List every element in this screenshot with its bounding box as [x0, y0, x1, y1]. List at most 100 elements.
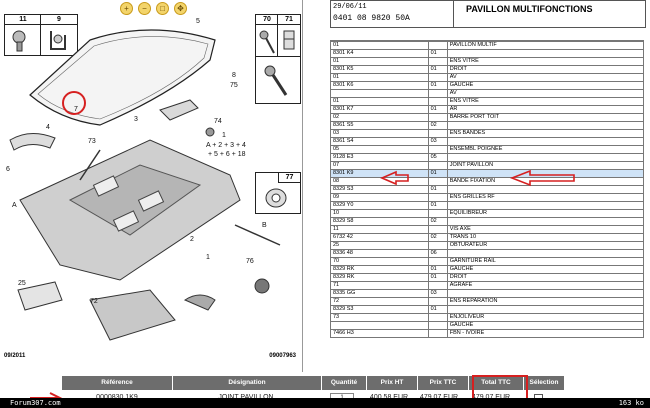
part-description: AGRAFE [446, 281, 645, 290]
highlight-circle [62, 91, 86, 115]
part-description: AR [446, 105, 645, 114]
zoom-fit-icon[interactable]: □ [156, 2, 169, 15]
part-description: ENS BANDES [446, 129, 645, 138]
callout-label: 6 [6, 166, 10, 173]
header-code: 0401 08 9820 50A [333, 14, 410, 23]
part-quantity: 01 [427, 65, 448, 74]
part-reference: 8329 S8 [330, 217, 429, 226]
inset-70: 70 [255, 14, 279, 58]
zoom-out-icon[interactable]: − [138, 2, 151, 15]
callout-label: 76 [246, 258, 254, 265]
watermark-strip: Forum307.com 163 ko [0, 398, 650, 408]
order-reference: 0000830 1K9 [62, 392, 172, 404]
callout-label: 74 [214, 118, 222, 125]
callout-label: 25 [18, 280, 26, 287]
roof-exploded-drawing [9, 29, 281, 341]
table-row[interactable]: 71 AGRAFE [330, 281, 645, 290]
part-reference: 10 [330, 209, 429, 218]
part-reference: 9128 E3 [330, 153, 429, 162]
part-description: VIS AXE [446, 225, 645, 234]
callout-label: 72 [90, 298, 98, 305]
part-quantity [427, 161, 448, 170]
inset-70-screw [255, 56, 301, 104]
part-description: PAVILLON MULTIF [446, 41, 645, 50]
part-description: JOINT PAVILLON [446, 161, 645, 170]
part-quantity [427, 329, 448, 338]
part-reference: 6732 42 [330, 233, 429, 242]
callout-label: 1 [206, 254, 210, 261]
part-description: TRANS 10 [446, 233, 645, 242]
part-reference: 71 [330, 281, 429, 290]
part-quantity: 01 [427, 305, 448, 314]
part-quantity: 05 [427, 153, 448, 162]
inset-77: 77 [255, 172, 301, 214]
inset-11: 11 [4, 14, 42, 56]
table-row[interactable]: AV [330, 89, 645, 98]
screw-icon [259, 30, 275, 54]
pan-icon[interactable]: ✥ [174, 2, 187, 15]
screw-icon [264, 65, 288, 96]
grommet-icon [265, 188, 287, 208]
diagram-toolbar: + − □ ✥ [120, 2, 187, 15]
part-description: GARNITURE RAIL [446, 257, 645, 266]
part-description: ENS VITRE [446, 97, 645, 106]
callout-label: A [12, 202, 17, 209]
part-quantity [427, 145, 448, 154]
col-total-ttc: Total TTC [469, 376, 524, 390]
part-description [446, 289, 645, 298]
inset-number: 70 [256, 15, 278, 25]
order-table-header: Référence Désignation Quantité Prix HT P… [62, 376, 565, 390]
part-quantity: 01 [427, 273, 448, 282]
part-reference [330, 321, 429, 330]
part-description: AV [446, 89, 645, 98]
part-quantity [427, 313, 448, 322]
callout-label: 3 [134, 116, 138, 123]
callout-label: 73 [88, 138, 96, 145]
part-quantity: 01 [427, 81, 448, 90]
part-quantity [427, 257, 448, 266]
callout-label: 1 [222, 132, 226, 139]
table-row[interactable]: GAUCHE [330, 321, 645, 330]
part-quantity: 02 [427, 217, 448, 226]
callout-label: 8 [232, 72, 236, 79]
part-quantity [427, 297, 448, 306]
part-description: ENSEMBL POIGNEE [446, 145, 645, 154]
part-quantity: 01 [427, 265, 448, 274]
diagram-ref: 09007963 [269, 353, 296, 359]
part-reference: 01 [330, 73, 429, 82]
part-quantity [427, 113, 448, 122]
callout-label: 2 [190, 236, 194, 243]
zoom-in-icon[interactable]: + [120, 2, 133, 15]
